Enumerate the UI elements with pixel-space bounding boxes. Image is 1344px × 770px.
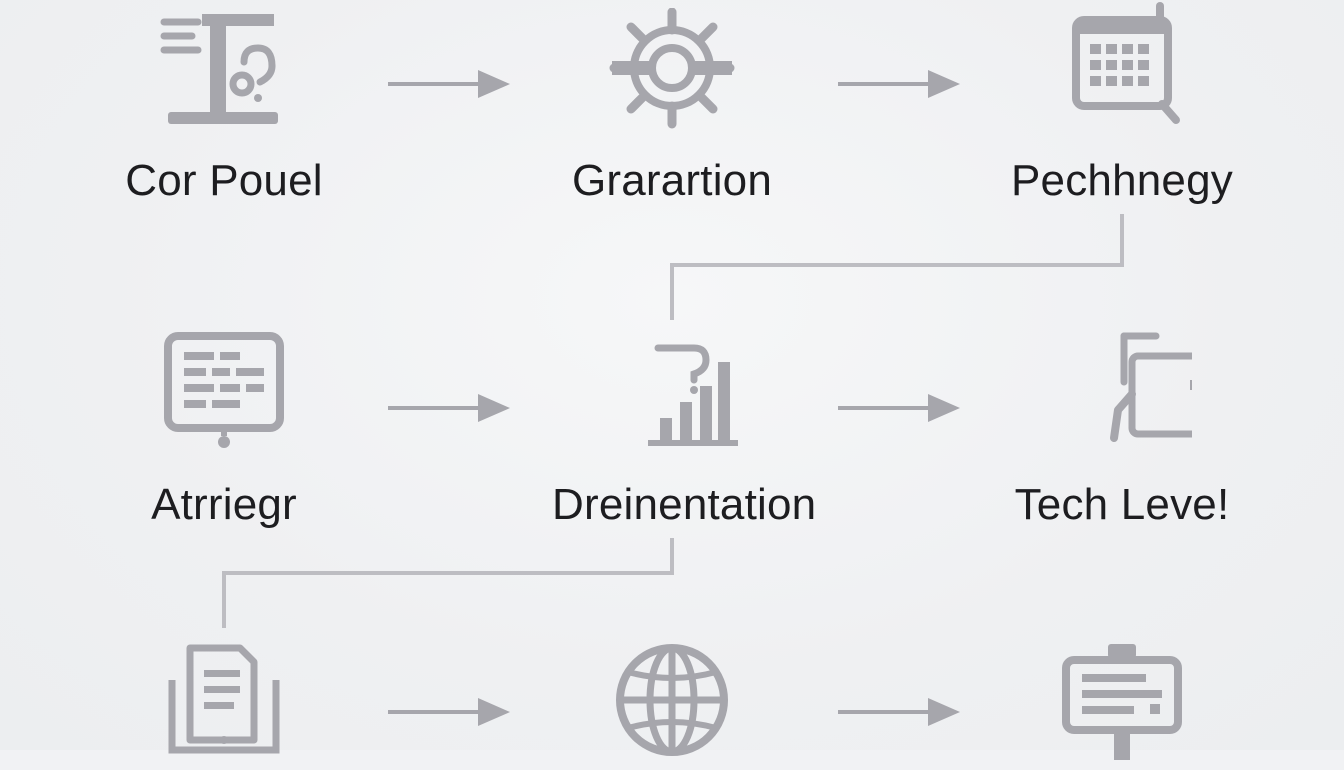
arrow-2-3 [838,70,960,98]
node-label: Pechhnegy [1011,156,1233,205]
arrow-5-6 [838,394,960,422]
node-label: Cor Pouel [125,156,323,205]
arrow-1-2 [388,70,510,98]
node-label: Grarartion [571,156,773,205]
document-pointer-icon [1110,332,1192,442]
node-label: Atrriegr [151,480,297,529]
node-label: Tech Leve! [1014,480,1230,529]
bar-chart-question-icon [648,344,738,446]
connector-row2-to-row3 [222,538,674,628]
signboard-icon [1062,644,1182,760]
stand-question-icon [160,14,278,124]
arrow-4-5 [388,394,510,422]
arrow-8-9 [838,698,960,726]
calendar-search-icon [1072,2,1180,124]
arrow-7-8 [388,698,510,726]
connectors [222,214,1124,628]
node-label: Dreinentation [552,480,817,529]
document-inbox-icon [168,644,280,754]
gear-target-icon [609,8,735,129]
connector-row1-to-row2 [670,214,1124,320]
globe-icon [616,644,728,756]
form-list-icon [164,332,284,448]
